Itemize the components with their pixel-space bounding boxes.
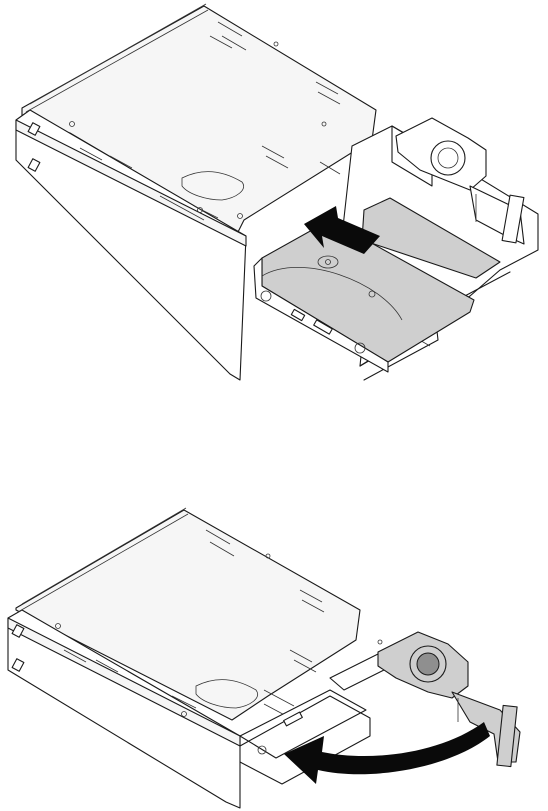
- bracket-handle: [330, 632, 520, 767]
- step-1-svg: [0, 0, 548, 390]
- step-2-illustration: [0, 500, 548, 811]
- step-1-illustration: [0, 0, 548, 390]
- step-2-svg: [0, 500, 548, 811]
